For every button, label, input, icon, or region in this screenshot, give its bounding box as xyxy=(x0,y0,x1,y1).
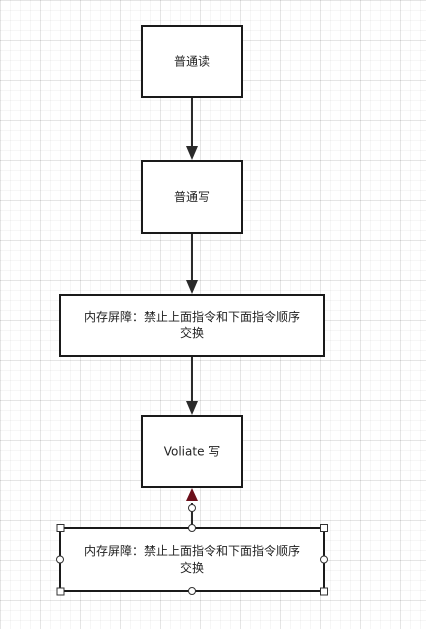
selected-arrow-head xyxy=(186,488,198,501)
node-memory-barrier-2-line1: 内存屏障：禁止上面指令和下面指令顺序 xyxy=(84,543,300,558)
resize-handle-top-right[interactable] xyxy=(320,524,328,532)
node-memory-barrier-2-line2: 交换 xyxy=(180,560,204,575)
edge-endpoint-handle[interactable] xyxy=(188,504,196,512)
node-volatile-write-label: Voliate 写 xyxy=(164,445,221,459)
edge-barrier-to-volatile-write[interactable] xyxy=(186,356,198,415)
resize-handle-bottom-left[interactable] xyxy=(56,587,65,596)
node-memory-barrier-2[interactable]: 内存屏障：禁止上面指令和下面指令顺序 交换 xyxy=(59,527,325,592)
node-volatile-write[interactable]: Voliate 写 xyxy=(141,415,243,488)
edge-barrier2-to-volatile-write[interactable] xyxy=(186,488,198,525)
edge-read-to-write[interactable] xyxy=(186,97,198,160)
connection-point-top[interactable] xyxy=(188,524,196,532)
node-normal-write[interactable]: 普通写 xyxy=(141,160,243,234)
node-normal-write-label: 普通写 xyxy=(174,190,210,204)
connection-point-bottom[interactable] xyxy=(188,587,196,595)
selection-handles[interactable] xyxy=(56,524,328,596)
node-memory-barrier-1-line2: 交换 xyxy=(180,325,204,340)
node-memory-barrier-1-line1: 内存屏障：禁止上面指令和下面指令顺序 xyxy=(84,309,300,324)
resize-handle-top-left[interactable] xyxy=(56,524,65,532)
node-normal-read-label: 普通读 xyxy=(174,55,210,69)
edge-write-to-barrier[interactable] xyxy=(186,233,198,294)
connection-point-left[interactable] xyxy=(56,555,64,564)
node-normal-read[interactable]: 普通读 xyxy=(141,25,243,98)
resize-handle-bottom-right[interactable] xyxy=(320,587,328,596)
node-memory-barrier-1[interactable]: 内存屏障：禁止上面指令和下面指令顺序 交换 xyxy=(59,294,325,357)
connection-point-right[interactable] xyxy=(320,555,328,564)
